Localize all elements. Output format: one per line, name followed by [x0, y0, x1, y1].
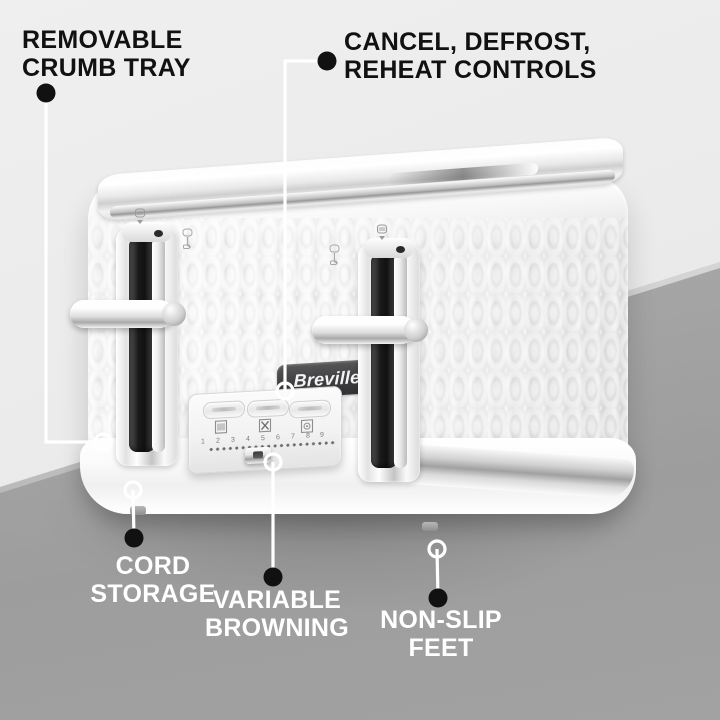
- toaster-foot-right: [422, 522, 438, 531]
- lever-right-cap: [364, 238, 414, 258]
- callout-line: STORAGE: [90, 580, 216, 608]
- callout-line: BROWNING: [204, 614, 350, 642]
- callout-line: CRUMB TRAY: [22, 54, 191, 82]
- lever-left-cap-dot: [154, 230, 163, 237]
- callout-line: REMOVABLE: [22, 26, 183, 54]
- bread-lift-icon: [180, 228, 195, 250]
- callout-line: REHEAT CONTROLS: [344, 56, 597, 84]
- scale-number: 9: [320, 431, 324, 439]
- callout-line: FEET: [408, 634, 474, 662]
- callout-line: CORD: [115, 552, 191, 580]
- lift-and-look-icon: [375, 224, 389, 242]
- callout-label-non-slip-feet: NON-SLIP FEET: [366, 606, 516, 662]
- scale-number: 4: [246, 435, 250, 444]
- scale-number: 6: [276, 434, 280, 442]
- toaster-foot-left: [130, 506, 146, 515]
- callout-label-cord-storage: CORD STORAGE: [68, 552, 238, 608]
- scale-number: 1: [201, 438, 205, 446]
- bread-slice-icon: [214, 419, 230, 436]
- callout-label-removable-crumb-tray: REMOVABLE CRUMB TRAY: [22, 26, 191, 82]
- reheat-button[interactable]: [289, 399, 331, 419]
- control-panel[interactable]: 1 2 3 4 5 6 7 8 9: [188, 385, 342, 475]
- scale-number: 2: [216, 437, 220, 445]
- scale-number: 3: [231, 436, 235, 444]
- scale-number: 8: [306, 432, 310, 440]
- lever-right-slot: [371, 254, 397, 468]
- lever-right-handle[interactable]: [312, 316, 416, 344]
- lever-left-chrome-gloss: [152, 238, 165, 452]
- lift-and-look-icon: [133, 208, 147, 226]
- scale-number: 7: [291, 433, 295, 441]
- lever-left-cap: [122, 222, 172, 242]
- toaster-product: Breville: [58, 136, 658, 531]
- callout-line: NON-SLIP: [380, 606, 502, 634]
- callout-label-variable-browning: VARIABLE BROWNING: [194, 586, 360, 642]
- callout-label-cancel-defrost-reheat-controls: CANCEL, DEFROST, REHEAT CONTROLS: [344, 28, 597, 84]
- lever-left-slot: [129, 238, 155, 452]
- lever-right-cap-dot: [396, 246, 405, 253]
- cancel-button[interactable]: [247, 398, 289, 419]
- lever-left-handle[interactable]: [70, 300, 174, 328]
- bread-lift-icon: [327, 244, 342, 266]
- lever-left-pivot: [162, 302, 186, 326]
- browning-slider[interactable]: [245, 446, 271, 465]
- cancel-x-icon: [258, 417, 274, 434]
- scale-number: 5: [261, 435, 265, 443]
- lever-right-chrome-gloss: [394, 254, 407, 468]
- callout-line: CANCEL, DEFROST,: [344, 28, 591, 56]
- reheat-icon: [300, 418, 316, 435]
- lever-right-pivot: [404, 318, 428, 342]
- callout-line: VARIABLE: [212, 586, 342, 614]
- defrost-button[interactable]: [203, 400, 245, 420]
- browning-scale-dots: [208, 440, 336, 453]
